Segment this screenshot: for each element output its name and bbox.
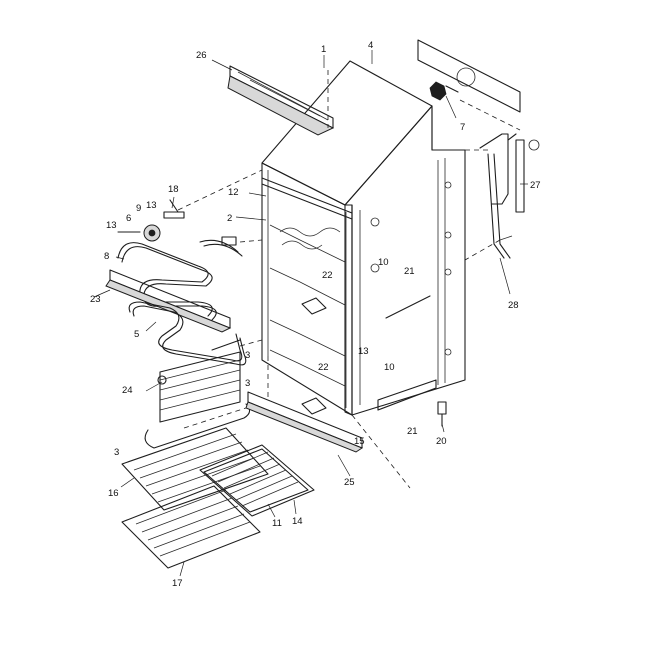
callout-21b: 21 <box>407 426 418 437</box>
callout-20: 20 <box>436 436 447 447</box>
callout-11: 11 <box>272 518 282 529</box>
part-21-hinge <box>377 295 437 411</box>
callout-12: 12 <box>228 187 239 198</box>
part-22-latches <box>301 297 327 415</box>
part-16-oven-rack <box>121 403 269 511</box>
assembly-lines <box>177 70 521 489</box>
part-11-broil-grid <box>211 451 299 507</box>
part-20-leveling-leg <box>437 401 447 427</box>
callout-25: 25 <box>344 477 355 488</box>
callout-24: 24 <box>122 385 133 396</box>
callout-10b: 10 <box>384 362 395 373</box>
callout-4: 4 <box>368 40 373 51</box>
callout-27: 27 <box>530 180 541 191</box>
callout-9: 9 <box>136 203 141 214</box>
part-26-trim-strip <box>227 65 335 136</box>
part-24-rack-guide <box>157 339 241 423</box>
callout-5: 5 <box>134 329 139 340</box>
callout-23: 23 <box>90 294 101 305</box>
callout-15: 15 <box>354 436 365 447</box>
callout-17: 17 <box>172 578 183 589</box>
part-7-bracket <box>429 81 459 101</box>
callout-18: 18 <box>168 184 179 195</box>
callout-7: 7 <box>460 122 465 133</box>
callout-1: 1 <box>321 44 326 55</box>
part-6-broil-element <box>117 236 243 321</box>
callout-3c: 3 <box>114 447 119 458</box>
callout-13b: 13 <box>106 220 117 231</box>
part-25-bottom-trim <box>245 391 364 453</box>
thermostat-assembly <box>117 199 185 242</box>
rear-panel <box>417 39 521 113</box>
callout-3a: 3 <box>245 350 250 361</box>
part-14-broil-pan <box>199 444 315 517</box>
callout-22b: 22 <box>318 362 329 373</box>
callout-21a: 21 <box>404 266 415 277</box>
part-23-shield-strip <box>105 269 232 333</box>
callout-22a: 22 <box>322 270 333 281</box>
leader-lines <box>93 50 528 577</box>
part-17-lower-rack <box>121 485 261 569</box>
callout-8: 8 <box>104 251 109 262</box>
part-28-side-bracket <box>487 153 513 259</box>
callout-labels: 26 1 4 7 18 9 13 6 13 12 2 27 8 22 10 21… <box>90 40 541 589</box>
callout-13c: 13 <box>358 346 369 357</box>
callout-10a: 10 <box>378 257 389 268</box>
callout-14: 14 <box>292 516 303 527</box>
callout-13a: 13 <box>146 200 157 211</box>
callout-6: 6 <box>126 213 131 224</box>
callout-16: 16 <box>108 488 119 499</box>
callout-2: 2 <box>227 213 232 224</box>
oven-cabinet <box>261 60 466 416</box>
part-27-vent-tube <box>479 133 540 213</box>
callout-28: 28 <box>508 300 519 311</box>
callout-3b: 3 <box>245 378 250 389</box>
callout-26: 26 <box>196 50 207 61</box>
